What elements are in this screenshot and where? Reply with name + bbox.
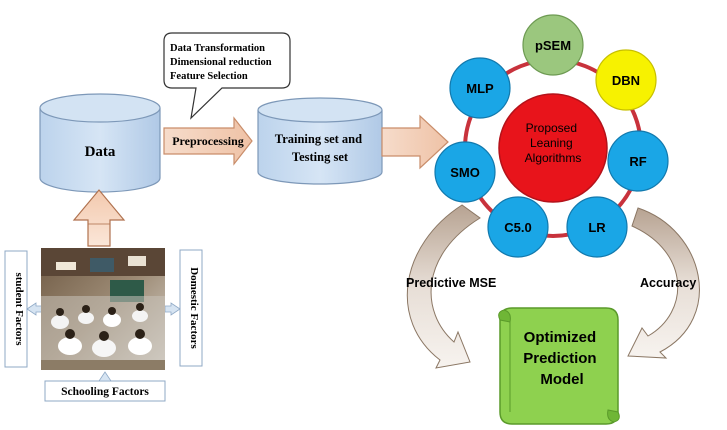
up-arrow bbox=[72, 189, 126, 247]
node-dbn: DBN bbox=[595, 49, 657, 111]
node-mlp-label: MLP bbox=[466, 81, 494, 96]
output-line-3: Model bbox=[540, 371, 583, 388]
svg-text:Training set and Testing: Training set and Testing set bbox=[275, 132, 365, 164]
node-smo: SMO bbox=[434, 141, 496, 203]
output-line-2: Prediction bbox=[523, 350, 596, 367]
domestic-factors-box: Domestic Factors bbox=[179, 249, 203, 367]
data-label: Data bbox=[85, 144, 116, 160]
node-rf: RF bbox=[607, 130, 669, 192]
predictive-mse-curve bbox=[406, 204, 481, 369]
node-dbn-label: DBN bbox=[612, 73, 640, 88]
schooling-factors-label: Schooling Factors bbox=[61, 386, 149, 398]
training-testing-cylinder: Training set and Testing set bbox=[257, 97, 383, 185]
domestic-factors-arrow bbox=[164, 302, 181, 316]
center-line-2: Leaning bbox=[530, 136, 573, 150]
schooling-factors-box: Schooling Factors bbox=[44, 380, 166, 402]
callout-line-3: Feature Selection bbox=[170, 71, 248, 82]
output-line-1: Optimized bbox=[524, 329, 597, 346]
accuracy-curve bbox=[627, 207, 700, 359]
node-rf-label: RF bbox=[629, 154, 646, 169]
svg-text:Proposed Leaning A: Proposed Leaning Algorithms bbox=[525, 121, 582, 165]
to-algorithms-arrow bbox=[381, 114, 449, 170]
center-line-3: Algorithms bbox=[525, 151, 582, 165]
training-label-line-2: Testing set bbox=[292, 150, 349, 164]
node-c50-label: C5.0 bbox=[504, 220, 531, 235]
domestic-factors-label: Domestic Factors bbox=[188, 267, 200, 349]
data-cylinder: Data bbox=[39, 93, 161, 193]
student-factors-box: student Factors bbox=[4, 250, 28, 368]
schooling-factors-arrow bbox=[98, 371, 112, 382]
callout-line-2: Dimensional reduction bbox=[170, 57, 272, 68]
student-factors-arrow bbox=[26, 302, 43, 316]
svg-text:Optimized Prediction: Optimized Prediction Model bbox=[523, 329, 601, 388]
predictive-mse-label: Predictive MSE bbox=[406, 276, 496, 290]
node-lr: LR bbox=[566, 196, 628, 258]
accuracy-label: Accuracy bbox=[640, 276, 696, 290]
node-lr-label: LR bbox=[588, 220, 606, 235]
preprocessing-arrow: Preprocessing bbox=[163, 116, 253, 166]
training-label-line-1: Training set and bbox=[275, 132, 362, 146]
preprocessing-label: Preprocessing bbox=[172, 134, 244, 148]
node-smo-label: SMO bbox=[450, 165, 480, 180]
callout-line-1: Data Transformation bbox=[170, 43, 265, 54]
node-mlp: MLP bbox=[449, 57, 511, 119]
node-psem: pSEM bbox=[522, 14, 584, 76]
node-psem-label: pSEM bbox=[535, 38, 571, 53]
center-node: Proposed Leaning Algorithms bbox=[498, 93, 608, 203]
student-factors-label: student Factors bbox=[13, 272, 25, 346]
preprocessing-callout: Data Transformation Dimensional reductio… bbox=[163, 32, 291, 120]
center-line-1: Proposed bbox=[526, 121, 577, 135]
svg-text:Data Transformation Dime: Data Transformation Dimensional reductio… bbox=[170, 43, 274, 82]
classroom-photo bbox=[41, 248, 165, 370]
node-c50: C5.0 bbox=[487, 196, 549, 258]
optimized-model-scroll: Optimized Prediction Model bbox=[498, 307, 620, 425]
